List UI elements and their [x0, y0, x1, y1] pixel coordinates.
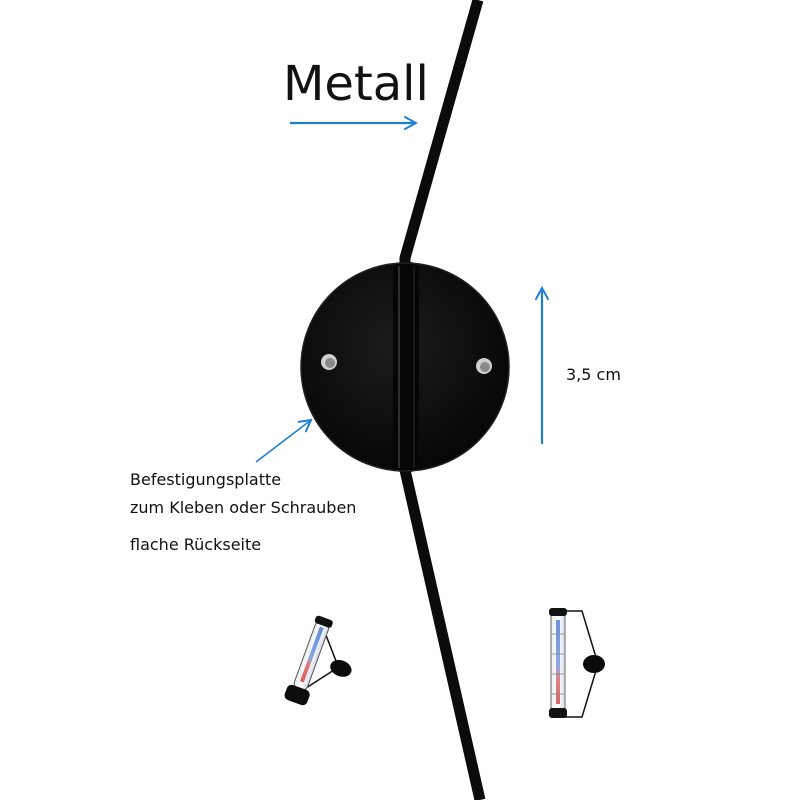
screw-hole-right-icon: [476, 358, 492, 374]
plate-arrow-icon: [255, 420, 311, 463]
screw-hole-left-icon: [321, 354, 337, 370]
thermometer-tilted-icon: [284, 615, 352, 706]
mounting-plate: [300, 262, 510, 472]
thermometer-upright-icon: [549, 608, 605, 718]
plate-label-line2: zum Kleben oder Schrauben: [130, 498, 357, 517]
size-label: 3,5 cm: [566, 365, 621, 384]
material-label: Metall: [283, 56, 429, 112]
plate-label-line1: Befestigungsplatte: [130, 470, 282, 489]
back-label: flache Rückseite: [130, 535, 262, 554]
